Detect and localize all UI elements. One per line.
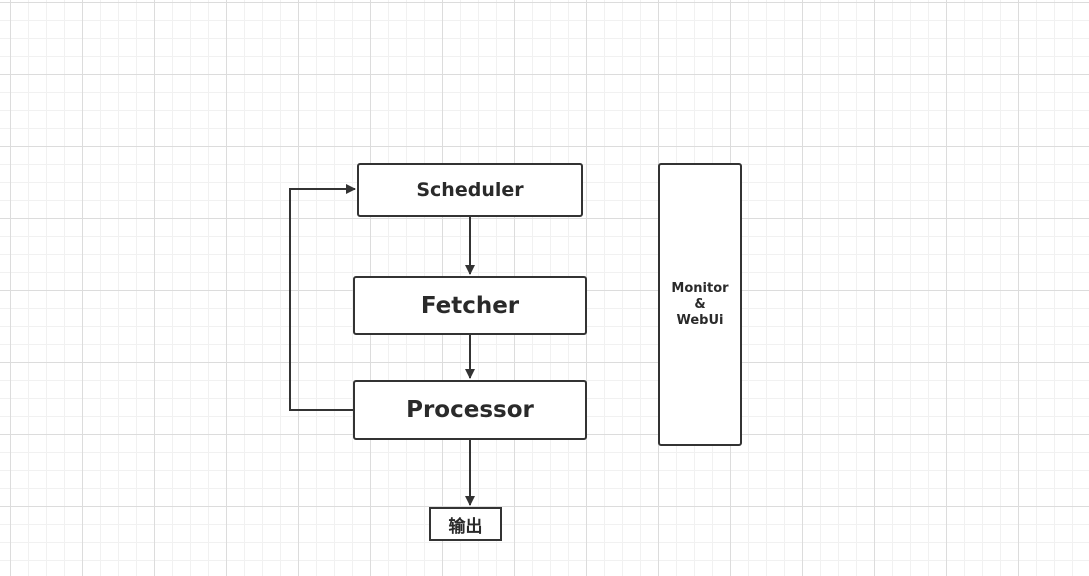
fetcher-node[interactable]: Fetcher [353, 276, 587, 335]
monitor-label-line-3: WebUi [676, 313, 724, 328]
output-label: 输出 [448, 516, 483, 537]
monitor-label-line-1: Monitor [671, 281, 729, 296]
fetcher-label: Fetcher [420, 292, 520, 319]
output-node[interactable]: 输出 [429, 507, 502, 541]
monitor-webui-label: Monitor & WebUi [671, 281, 728, 329]
processor-label: Processor [406, 397, 534, 423]
scheduler-node[interactable]: Scheduler [357, 163, 583, 217]
processor-node[interactable]: Processor [353, 380, 587, 440]
scheduler-label: Scheduler [416, 179, 524, 201]
monitor-label-line-2: & [694, 297, 706, 312]
monitor-webui-node[interactable]: Monitor & WebUi [658, 163, 742, 446]
edge-processor-to-scheduler [289, 184, 356, 411]
